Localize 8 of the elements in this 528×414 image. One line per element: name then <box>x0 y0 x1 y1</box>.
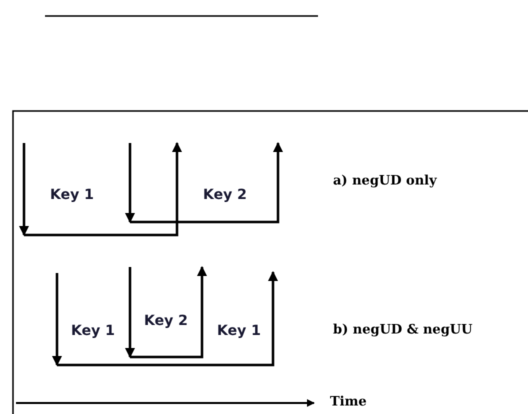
scenario-caption: a) negUD only <box>333 174 437 188</box>
axis-label: Time <box>330 394 367 410</box>
key-label: Key 1 <box>71 323 115 339</box>
key-label: Key 1 <box>217 323 261 339</box>
scenario-caption: b) negUD & negUU <box>333 322 472 338</box>
key-label: Key 2 <box>203 187 247 203</box>
key-label: Key 1 <box>50 187 94 203</box>
key-label: Key 2 <box>144 313 188 329</box>
